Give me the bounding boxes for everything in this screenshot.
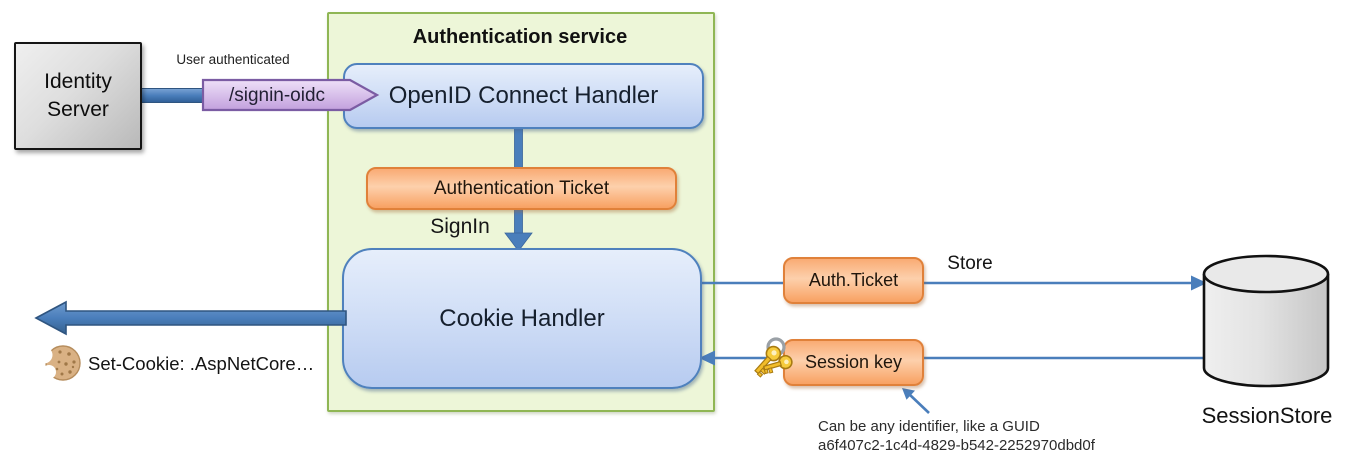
- cookie-icon: [42, 345, 81, 381]
- store-label: Store: [947, 253, 993, 274]
- guid-note-arrow: [902, 388, 930, 414]
- set-cookie-label: Set-Cookie: .AspNetCore…: [88, 353, 315, 374]
- set-cookie-response-arrow: [34, 300, 347, 336]
- database-cylinder: [1202, 254, 1330, 388]
- session-key-label: Session key: [804, 352, 903, 372]
- authentication-ticket-node: Authentication Ticket: [366, 167, 677, 210]
- cookie-handler-node: Cookie Handler: [342, 248, 702, 389]
- auth-ticket-small-label: Auth.Ticket: [808, 270, 899, 290]
- openid-connect-handler-node: OpenID Connect Handler: [343, 63, 704, 129]
- guid-note-line2: a6f407c2-1c4d-4829-b542-2252970dbd0f: [818, 437, 1095, 454]
- signin-label: SignIn: [430, 215, 490, 238]
- store-connector-arrow: [700, 275, 1207, 291]
- session-store-label: SessionStore: [1201, 403, 1333, 428]
- openid-connect-handler-label: OpenID Connect Handler: [388, 82, 659, 109]
- keys-icon: [754, 337, 793, 378]
- session-key-node: Session key: [783, 339, 924, 386]
- identity-server-node: Identity Server: [14, 42, 142, 150]
- guid-note-line1: Can be any identifier, like a GUID: [818, 418, 1040, 435]
- auth-ticket-small-node: Auth.Ticket: [783, 257, 924, 304]
- user-authenticated-label: User authenticated: [176, 51, 290, 67]
- identity-to-handler-connector: [136, 88, 210, 103]
- signin-oidc-label: /signin-oidc: [228, 84, 326, 106]
- authentication-ticket-label: Authentication Ticket: [433, 177, 610, 199]
- cookie-handler-label: Cookie Handler: [439, 304, 605, 332]
- diagram-title: Authentication service: [412, 25, 628, 48]
- guid-note: Can be any identifier, like a GUID a6f40…: [818, 417, 1148, 455]
- identity-server-label: Identity Server: [44, 69, 112, 121]
